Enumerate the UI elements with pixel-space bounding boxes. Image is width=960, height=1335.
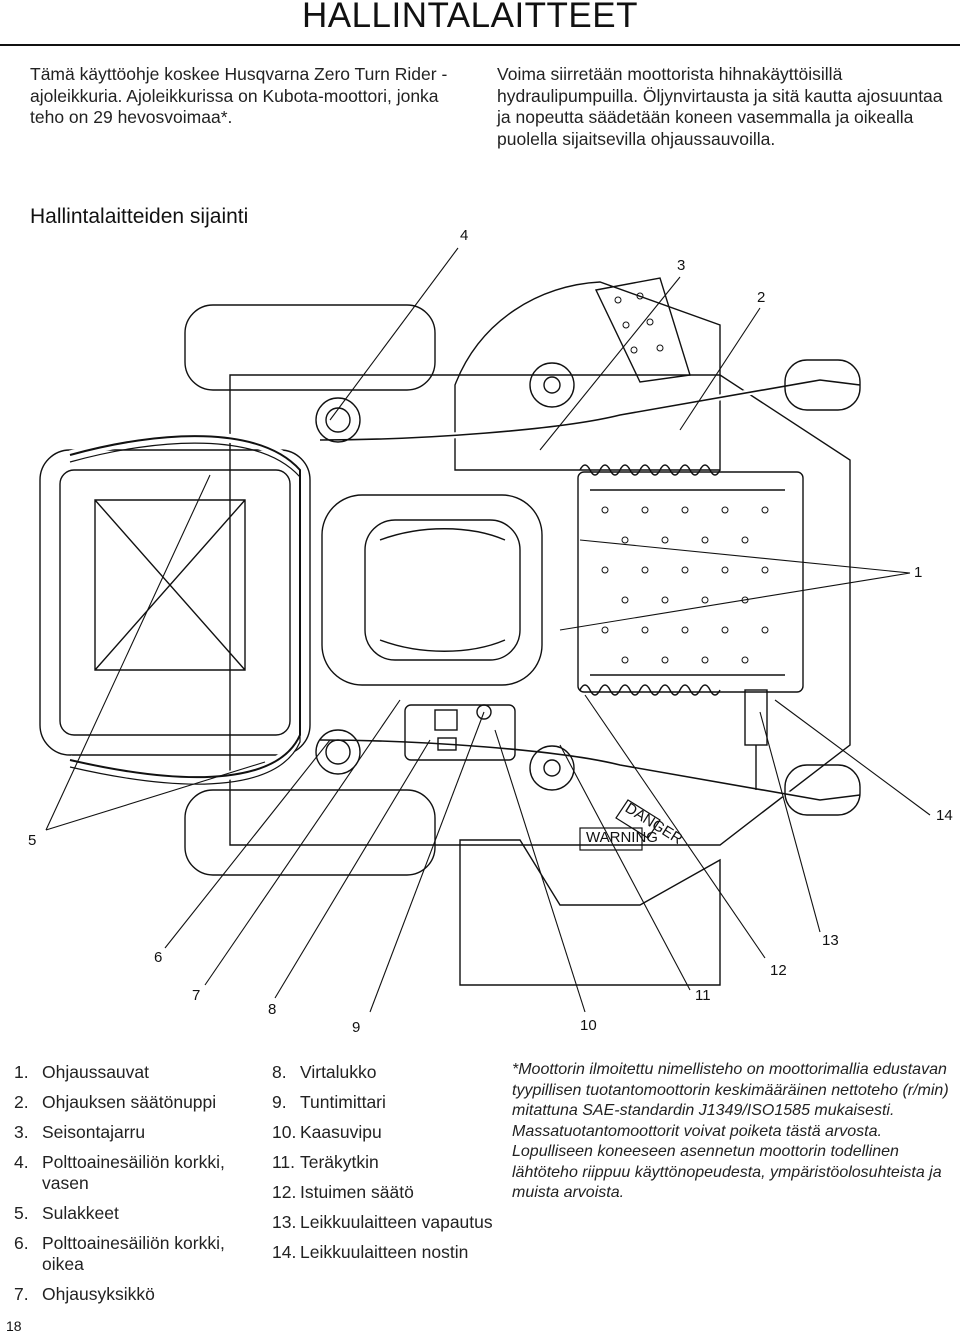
intro-paragraph-left: Tämä käyttöohje koskee Husqvarna Zero Tu… [30, 64, 448, 127]
part-item: 13.Leikkuulaitteen vapautus [272, 1212, 493, 1232]
part-item: 12.Istuimen säätö [272, 1182, 414, 1202]
callout-12: 12 [770, 962, 787, 979]
pulley-top [529, 362, 575, 408]
roll-bar [68, 431, 305, 782]
engine-cover [39, 449, 311, 756]
callout-8: 8 [268, 1001, 276, 1018]
main-frame [229, 374, 851, 846]
parts-list-column-1: 1.Ohjaussauvat 2.Ohjauksen säätönuppi 3.… [14, 1062, 264, 1314]
parts-list-column-2: 8.Virtalukko 9.Tuntimittari 10.Kaasuvipu… [272, 1062, 502, 1272]
part-item: 9.Tuntimittari [272, 1092, 386, 1112]
control-panel [404, 704, 516, 761]
left-front-caster [784, 359, 861, 411]
part-item: 6.Polttoainesäiliön korkki, oikea [14, 1233, 225, 1274]
engine-hood [454, 281, 721, 471]
callout-3: 3 [677, 257, 685, 274]
engine-power-footnote: *Moottorin ilmoitettu nimellisteho on mo… [512, 1061, 949, 1201]
callout-11: 11 [695, 987, 711, 1004]
mower-controls-diagram: WARNING DANGER 1 2 3 4 5 6 7 8 9 10 11 1… [28, 227, 953, 1036]
hour-meter [476, 704, 492, 720]
page-title: HALLINTALAITTEET [301, 0, 638, 35]
callout-5: 5 [28, 832, 36, 849]
callout-4: 4 [460, 227, 468, 244]
part-item: 2.Ohjauksen säätönuppi [14, 1092, 217, 1112]
section-heading: Hallintalaitteiden sijainti [30, 205, 249, 228]
callout-2: 2 [757, 289, 765, 306]
fuse-box [434, 709, 458, 731]
warning-decal [579, 827, 643, 851]
callout-6: 6 [154, 949, 162, 966]
warning-decal-text: WARNING [586, 829, 658, 846]
page-number: 18 [6, 1318, 22, 1334]
callout-14: 14 [936, 807, 953, 824]
seat [321, 494, 543, 686]
ignition-key [437, 737, 457, 751]
left-rear-wheel [184, 304, 436, 391]
callout-9: 9 [352, 1019, 360, 1036]
part-item: 4.Polttoainesäiliön korkki, vasen [14, 1152, 225, 1193]
spring-top [579, 464, 721, 476]
leader-lines [45, 247, 931, 1013]
part-item: 5.Sulakkeet [14, 1203, 119, 1223]
part-item: 8.Virtalukko [272, 1062, 377, 1082]
right-front-caster [784, 764, 861, 816]
part-item: 14.Leikkuulaitteen nostin [272, 1242, 469, 1262]
callout-13: 13 [822, 932, 839, 949]
muffler-guard [459, 839, 721, 986]
callout-1: 1 [914, 564, 922, 581]
fuel-cap-left [315, 397, 361, 443]
spring-bottom [579, 684, 721, 696]
footplate-texture [601, 292, 769, 664]
part-item: 3.Seisontajarru [14, 1122, 146, 1142]
part-item: 7.Ohjausyksikkö [14, 1284, 155, 1304]
part-item: 1.Ohjaussauvat [14, 1062, 150, 1082]
vent-plate [594, 277, 691, 383]
part-item: 10.Kaasuvipu [272, 1122, 382, 1142]
footplate [577, 471, 804, 693]
control-lever-bottom [319, 737, 861, 804]
pulley-bottom [529, 745, 575, 791]
intro-paragraph-right: Voima siirretään moottorista hihnakäyttö… [497, 64, 943, 149]
deck-lift-handle [744, 689, 768, 746]
danger-decal [615, 799, 661, 839]
fuel-cap-right [315, 729, 361, 775]
part-item: 11.Teräkytkin [272, 1152, 379, 1172]
right-rear-wheel [184, 789, 436, 876]
title-rule [0, 44, 960, 46]
callout-7: 7 [192, 987, 200, 1004]
callout-10: 10 [580, 1017, 597, 1034]
